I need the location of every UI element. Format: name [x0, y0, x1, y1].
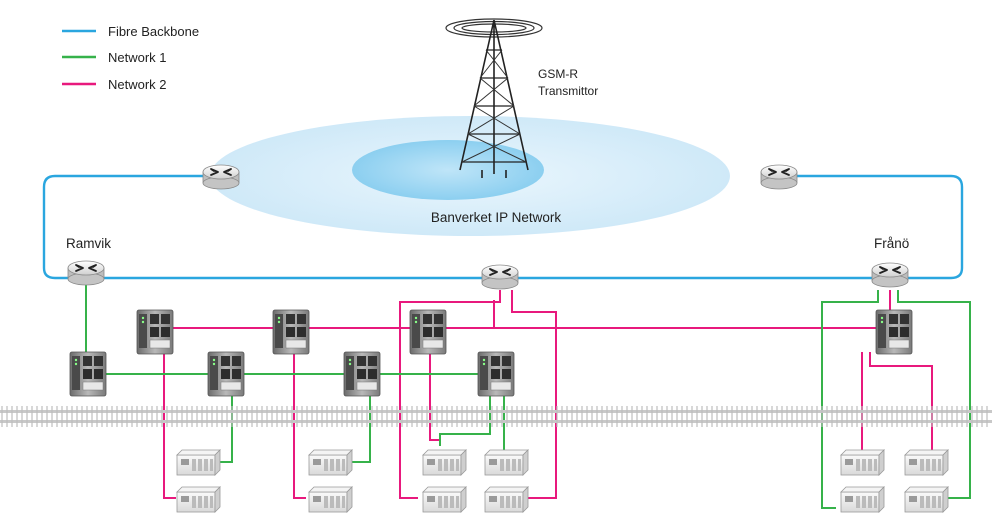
industrial-switch-icon	[477, 351, 515, 397]
field-device-icon	[484, 449, 529, 476]
field-device-icon	[176, 449, 221, 476]
field-device-icon	[840, 486, 885, 513]
field-device-icon	[422, 486, 467, 513]
router-icon	[67, 260, 105, 286]
industrial-switch-icon	[343, 351, 381, 397]
transmitter-label-line2: Transmittor	[538, 84, 598, 98]
legend: Fibre Backbone Network 1 Network 2	[62, 24, 199, 92]
field-device-icon	[422, 449, 467, 476]
field-device-icon	[308, 449, 353, 476]
legend-label-network-2: Network 2	[108, 77, 167, 92]
field-device-icon	[904, 486, 949, 513]
transmitter-label-line1: GSM-R	[538, 67, 578, 81]
industrial-switch-icon	[409, 309, 447, 355]
radio-tower-icon	[445, 18, 543, 178]
legend-label-network-1: Network 1	[108, 50, 167, 65]
router-icon	[871, 262, 909, 288]
industrial-switch-icon	[875, 309, 913, 355]
industrial-switch-icon	[207, 351, 245, 397]
station-label-ramvik: Ramvik	[66, 236, 111, 251]
field-device-icon	[176, 486, 221, 513]
field-device-icon	[840, 449, 885, 476]
router-icon	[481, 264, 519, 290]
router-icon	[202, 164, 240, 190]
ip-network-core	[352, 140, 544, 200]
router-icon	[760, 164, 798, 190]
industrial-switch-icon	[69, 351, 107, 397]
industrial-switch-icon	[136, 309, 174, 355]
network-2-links	[150, 290, 933, 499]
station-label-frano: Frånö	[874, 236, 909, 251]
field-device-icon	[308, 486, 353, 513]
legend-label-fibre: Fibre Backbone	[108, 24, 199, 39]
field-device-icon	[904, 449, 949, 476]
field-device-icon	[484, 486, 529, 513]
network-label: Banverket IP Network	[431, 210, 562, 225]
industrial-switch-icon	[272, 309, 310, 355]
rail-track	[0, 406, 992, 427]
